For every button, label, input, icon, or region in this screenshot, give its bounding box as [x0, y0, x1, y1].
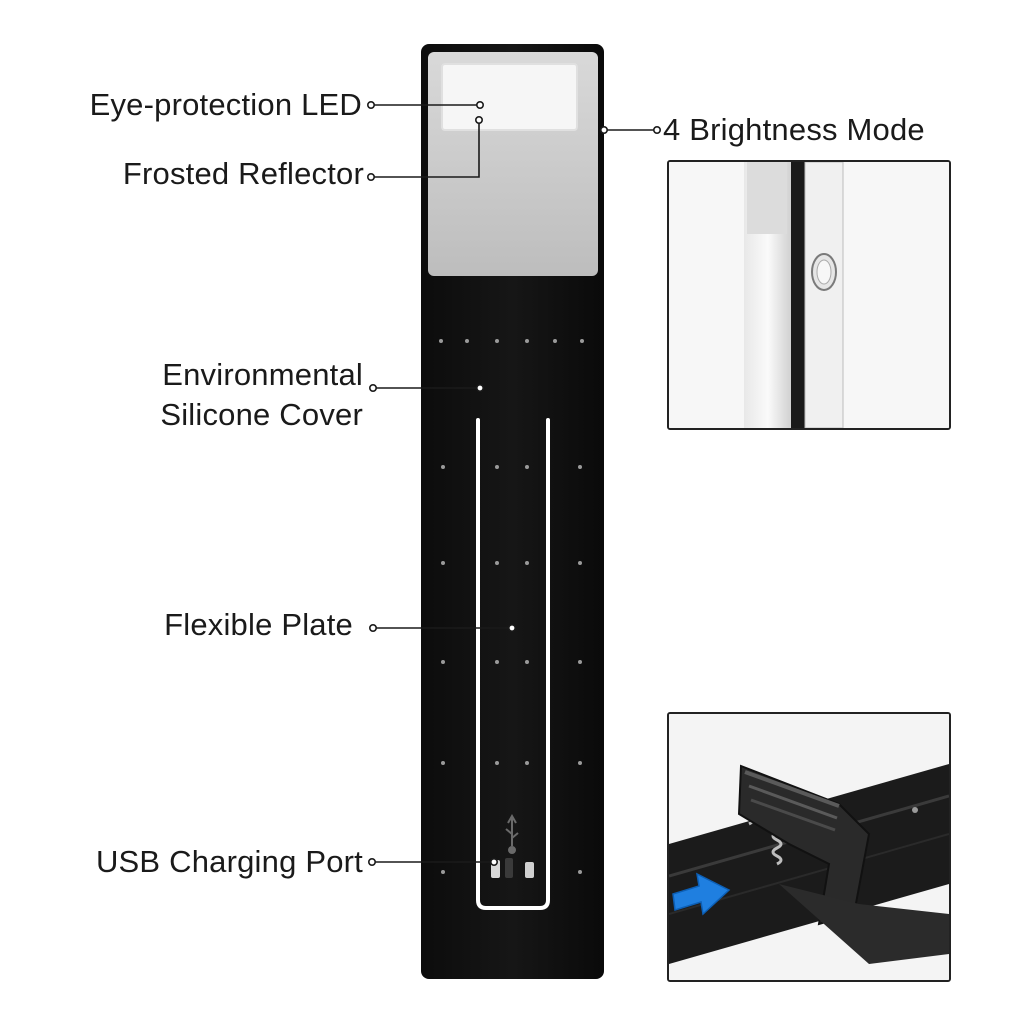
- light-body: [421, 44, 604, 979]
- label-eye-protection-led: Eye-protection LED: [89, 87, 362, 122]
- label-silicone-cover-line1: Environmental: [162, 357, 363, 392]
- clip-illustration: [669, 714, 949, 980]
- label-usb-charging-port: USB Charging Port: [95, 844, 363, 879]
- callout-dots: [366, 101, 661, 866]
- usb-charging-port: [491, 858, 534, 878]
- label-silicone-cover: Environmental Silicone Cover: [160, 355, 363, 435]
- power-button-icon: [811, 253, 837, 291]
- led-window: [441, 63, 578, 131]
- label-brightness-mode: 4 Brightness Mode: [663, 112, 925, 147]
- usb-icon: [505, 813, 519, 854]
- label-frosted-reflector: Frosted Reflector: [122, 156, 364, 191]
- label-silicone-cover-line2: Silicone Cover: [160, 397, 363, 432]
- clip-inset: [667, 712, 951, 982]
- flexible-plate-slot: [476, 418, 550, 910]
- insert-arrow-icon: [672, 872, 731, 916]
- callout-lines: [371, 104, 657, 863]
- texture-dots: [439, 339, 584, 874]
- side-view-illustration: [669, 162, 949, 428]
- label-flexible-plate: Flexible Plate: [164, 607, 353, 642]
- brightness-button-inset: [667, 160, 951, 430]
